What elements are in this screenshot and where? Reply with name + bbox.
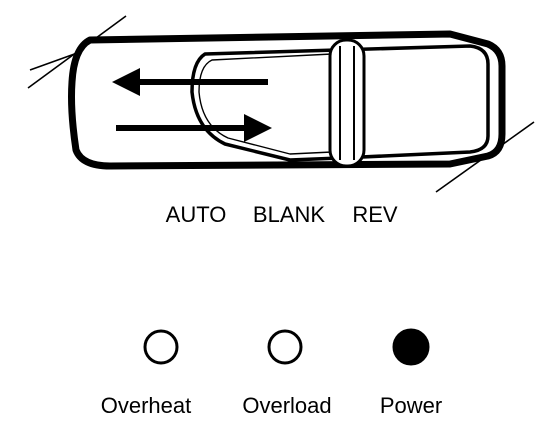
selector-switch[interactable] [68,30,506,170]
switch-outer-frame [68,30,506,170]
position-label-blank: BLANK [253,202,325,227]
indicator-label-overload: Overload [242,393,331,418]
indicator-lights: Overheat Overload Power [101,328,442,418]
power-indicator-icon [392,328,430,366]
overload-indicator-icon [267,329,303,365]
perspective-line-left [29,51,81,71]
switch-position-labels: AUTO BLANK REV [166,202,398,227]
arrow-left-icon [112,68,268,96]
arrow-right-icon [116,114,272,142]
position-label-auto: AUTO [166,202,227,227]
position-label-rev: REV [352,202,398,227]
switch-ridge [328,38,366,168]
indicator-label-overheat: Overheat [101,393,192,418]
overheat-indicator-icon [143,329,179,365]
indicator-label-power: Power [380,393,442,418]
switch-rocker-inner-edge [198,53,333,155]
